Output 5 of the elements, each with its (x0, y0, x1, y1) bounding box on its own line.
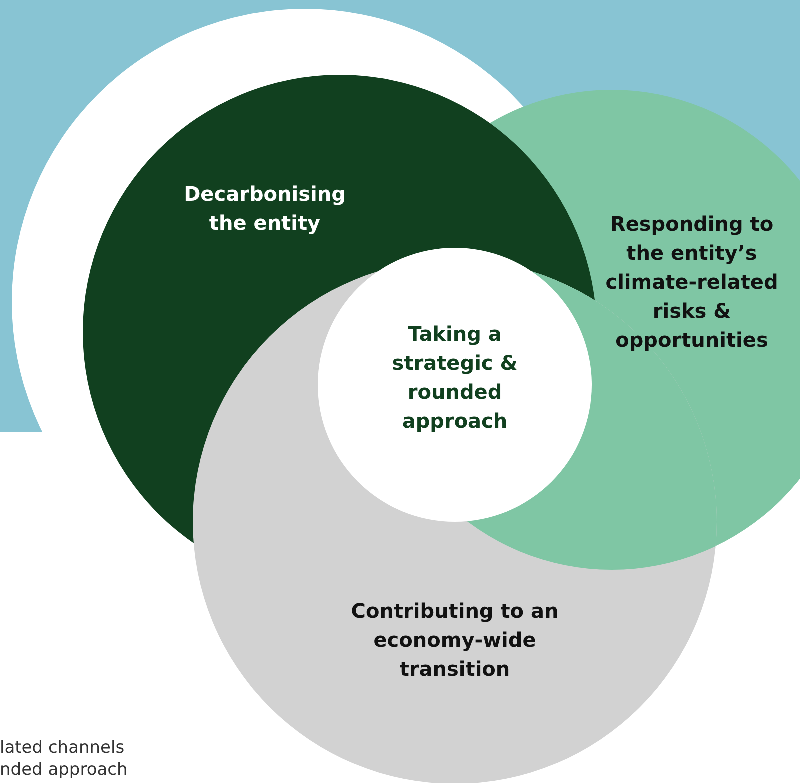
circle-label: Contributing to an economy-wide transition (325, 597, 585, 684)
note-text: lated channels (0, 738, 125, 758)
circle-label: Decarbonising the entity (165, 180, 365, 238)
note-text: nded approach (0, 760, 128, 780)
circle-label: Responding to the entity’s climate-related risks & opportunities (602, 210, 782, 355)
